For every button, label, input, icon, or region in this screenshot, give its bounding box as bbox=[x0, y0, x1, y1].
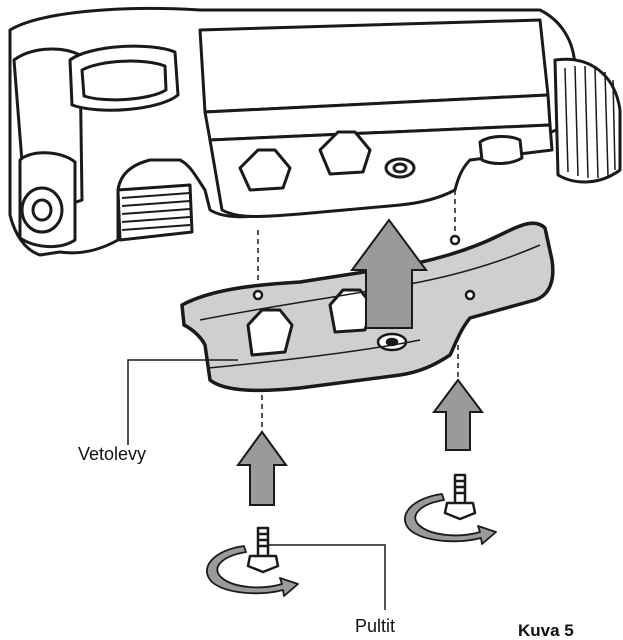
vent-ribs bbox=[121, 192, 191, 231]
up-arrow-large bbox=[350, 218, 428, 329]
up-arrow-right bbox=[432, 378, 484, 451]
rotate-arrow-right bbox=[404, 493, 497, 545]
up-arrow-left bbox=[236, 430, 288, 506]
leader-plate bbox=[127, 359, 238, 445]
plate-notches bbox=[246, 288, 374, 357]
label-bolts: Pultit bbox=[355, 616, 395, 636]
figure-number: Kuva 5 bbox=[518, 621, 574, 640]
plate-notch-left bbox=[246, 308, 294, 357]
alignment-lines bbox=[257, 190, 459, 438]
rotate-arrow-left bbox=[206, 545, 299, 597]
arrows bbox=[236, 218, 484, 506]
label-plate: Vetolevy bbox=[78, 444, 146, 464]
camera-body bbox=[8, 6, 622, 257]
camera-mount-notches bbox=[238, 130, 416, 192]
leader-lines bbox=[127, 359, 386, 610]
wheel-texture bbox=[564, 65, 616, 179]
rotation-arrows bbox=[206, 493, 497, 597]
bolt-right bbox=[443, 473, 477, 521]
leader-bolts bbox=[268, 544, 386, 610]
bolt-left bbox=[246, 526, 280, 574]
